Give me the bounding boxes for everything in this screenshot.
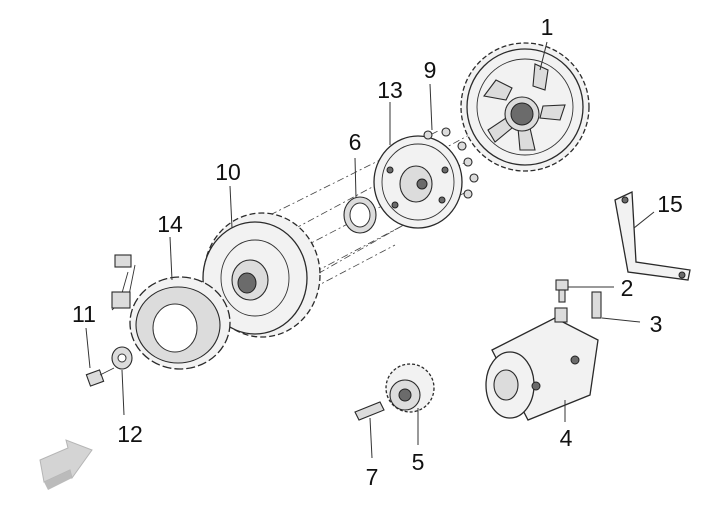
callout-3: 3 bbox=[650, 311, 663, 337]
part-6-ring bbox=[343, 196, 377, 234]
direction-arrow-icon bbox=[39, 439, 93, 490]
callout-1: 1 bbox=[541, 14, 554, 40]
callout-10: 10 bbox=[215, 159, 241, 185]
callout-12: 12 bbox=[117, 421, 143, 447]
callout-4: 4 bbox=[560, 425, 573, 451]
callout-11: 11 bbox=[72, 301, 96, 327]
part-15-bracket bbox=[614, 191, 691, 281]
part-3-stud bbox=[591, 291, 602, 319]
part-1-ring-gear bbox=[460, 42, 590, 172]
part-5-gear bbox=[385, 363, 435, 413]
part-13-flange bbox=[373, 135, 463, 229]
callout-7: 7 bbox=[366, 464, 379, 490]
callout-5: 5 bbox=[412, 449, 425, 475]
callout-2: 2 bbox=[621, 275, 634, 301]
part-2-screw bbox=[555, 279, 569, 303]
callout-13: 13 bbox=[377, 77, 403, 103]
callout-labels: 1 2 3 4 5 6 7 9 10 11 12 13 14 15 bbox=[72, 14, 683, 490]
part-10-flywheel bbox=[202, 212, 321, 338]
part-4-starter-motor bbox=[485, 307, 599, 421]
part-11-bolt bbox=[85, 367, 115, 387]
callout-9: 9 bbox=[424, 57, 437, 83]
part-7-pin bbox=[354, 401, 385, 421]
callout-15: 15 bbox=[657, 191, 683, 217]
part-12-washer bbox=[111, 346, 133, 370]
callout-6: 6 bbox=[349, 129, 362, 155]
part-14-stator bbox=[111, 254, 231, 370]
part-9-bolts bbox=[423, 127, 479, 199]
callout-14: 14 bbox=[157, 211, 183, 237]
leader-lines bbox=[85, 41, 655, 459]
